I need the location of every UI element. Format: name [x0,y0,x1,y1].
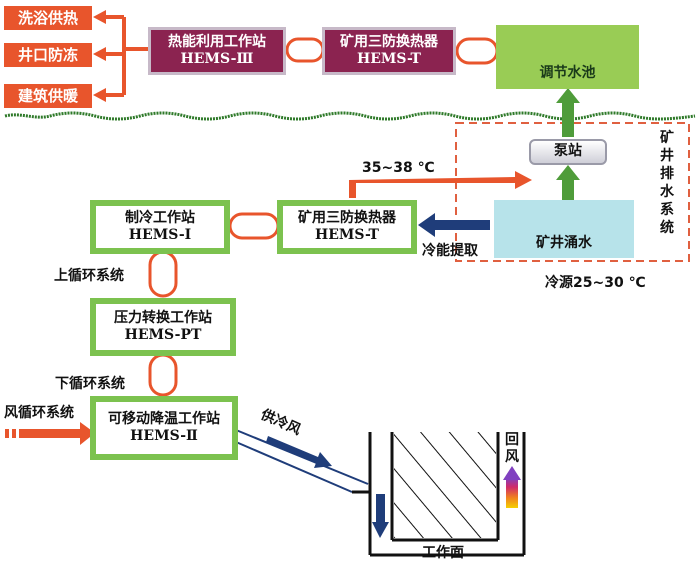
station-code: HEMS-Ⅱ [130,428,198,444]
station-name: 矿用三防换热器 [298,209,396,226]
mine-drain-system-label: 矿井排水系统 [660,130,674,236]
return-air-label: 回风 [505,432,519,465]
station-hems-t-top: 矿用三防换热器 HEMS-T [322,27,456,75]
heat-use-bathing: 洗浴供热 [4,6,92,30]
mine-water-inflow: 矿井涌水 [494,200,634,258]
cold-extract-label: 冷能提取 [422,243,478,259]
pool-label: 调节水池 [539,64,596,81]
heat-arrowheads [93,10,106,102]
heat-use-label: 井口防冻 [17,45,78,64]
station-code: HEMS-T [357,51,421,67]
temp-high-label: 35~38 ℃ [362,160,435,176]
cold-air-arrow [266,436,389,538]
heat-distribution-bracket [104,15,150,97]
air-loop-arrow [5,422,95,445]
work-face-label: 工作面 [422,545,464,561]
station-code: HEMS-T [315,227,379,243]
heat-use-label: 建筑供暖 [17,86,78,105]
pump-label: 泵站 [554,143,582,160]
pump-station: 泵站 [529,139,607,165]
cold-source-label: 冷源25~30 ℃ [545,275,646,291]
upper-loop-label: 上循环系统 [54,268,124,284]
station-code: HEMS-PT [124,327,202,343]
working-face-structure [352,432,526,557]
station-code: HEMS-Ⅰ [128,227,192,243]
cold-air-duct [235,429,369,493]
regulating-pool: 调节水池 [496,25,639,89]
heat-use-shaft-antifreeze: 井口防冻 [4,43,92,67]
station-name: 热能利用工作站 [168,33,266,50]
return-air-arrow [506,478,518,508]
pipe-connector [148,212,280,397]
station-name: 制冷工作站 [125,209,195,226]
station-name: 矿用三防换热器 [340,33,438,50]
cold-extract-arrow [418,213,490,237]
heat-use-building-heating: 建筑供暖 [4,84,92,108]
return-air-arrowhead [503,466,521,480]
station-hems-pt: 压力转换工作站 HEMS-PT [90,298,236,356]
station-name: 可移动降温工作站 [108,410,220,427]
station-hems1: 制冷工作站 HEMS-Ⅰ [90,200,230,254]
heat-use-label: 洗浴供热 [17,8,78,27]
work-face-hatch [394,432,496,538]
station-code: HEMS-Ⅲ [180,51,254,67]
station-hems3: 热能利用工作站 HEMS-Ⅲ [148,27,286,75]
ground-line [4,111,696,121]
flow-arrows-green [556,88,580,200]
station-hems2: 可移动降温工作站 HEMS-Ⅱ [90,396,238,460]
mine-water-label: 矿井涌水 [536,234,592,251]
station-name: 压力转换工作站 [114,309,212,326]
hot-water-arrow [349,171,532,198]
station-hems-t-mid: 矿用三防换热器 HEMS-T [277,200,417,254]
air-loop-label: 风循环系统 [4,405,74,421]
lower-loop-label: 下循环系统 [55,376,125,392]
mine-drain-boundary [455,122,690,262]
